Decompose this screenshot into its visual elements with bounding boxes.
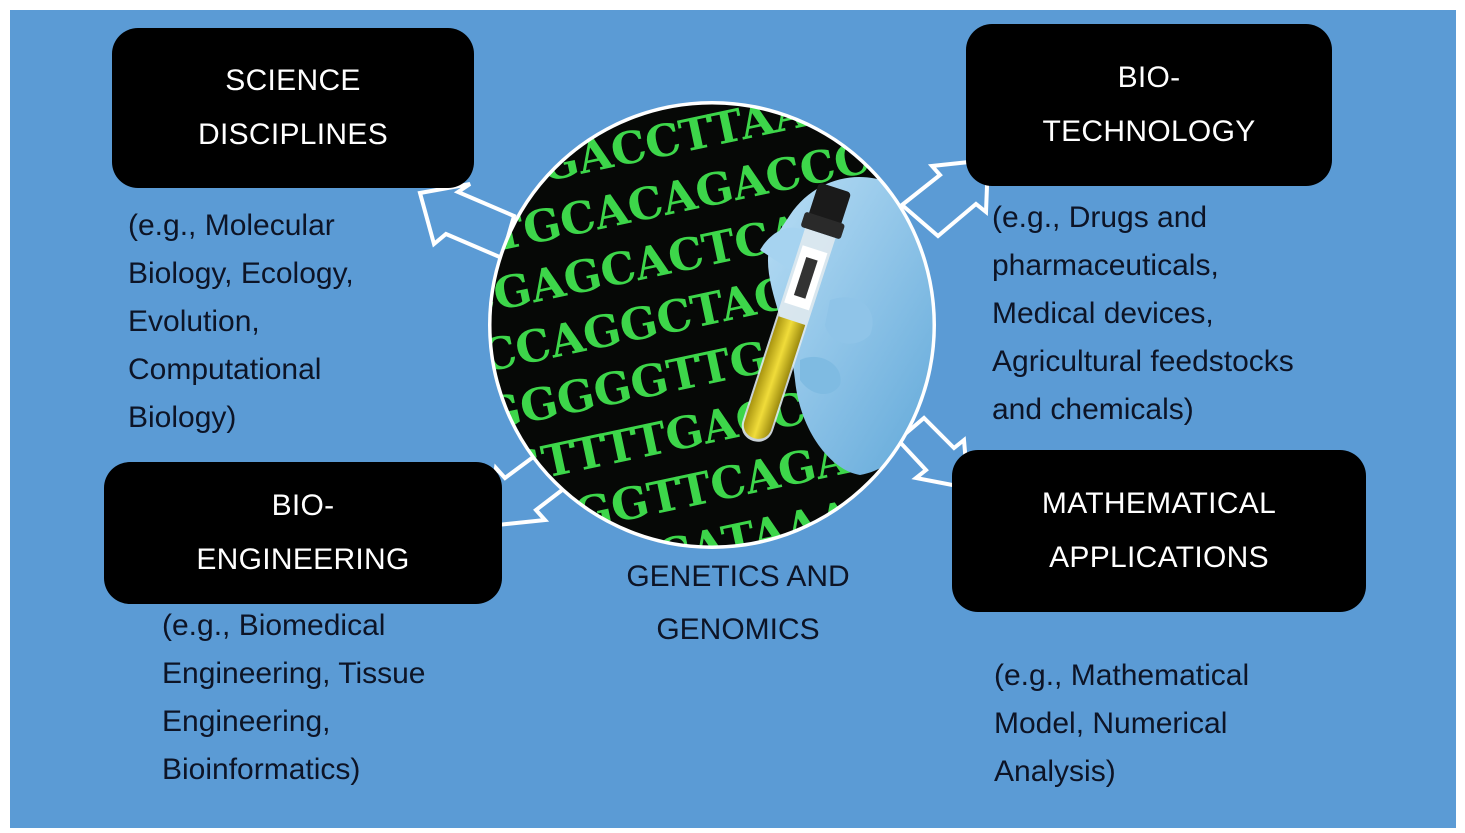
science-desc-line: Evolution, bbox=[128, 305, 260, 338]
math-desc-line: Model, Numerical bbox=[994, 707, 1228, 740]
math-description: (e.g., Mathematical Model, Numerical Ana… bbox=[994, 652, 1249, 796]
science-desc-line: (e.g., Molecular bbox=[128, 209, 335, 242]
science-desc-line: Biology) bbox=[128, 401, 237, 434]
science-disciplines-box: SCIENCE DISCIPLINES bbox=[112, 28, 474, 188]
math-title-line-1: MATHEMATICAL bbox=[1041, 487, 1277, 520]
science-description: (e.g., Molecular Biology, Ecology, Evolu… bbox=[128, 202, 354, 442]
math-desc-line: (e.g., Mathematical bbox=[994, 659, 1250, 692]
bioengineering-box: BIO- ENGINEERING bbox=[104, 462, 502, 604]
mathematical-applications-box: MATHEMATICAL APPLICATIONS bbox=[952, 450, 1366, 612]
arrow-to-biotech bbox=[898, 157, 991, 239]
biotech-desc-line: Agricultural feedstocks bbox=[992, 345, 1294, 378]
biotech-title-line-1: BIO- bbox=[1117, 61, 1181, 94]
genetics-genomics-label: GENETICS AND GENOMICS bbox=[598, 550, 878, 656]
biotech-desc-line: (e.g., Drugs and bbox=[992, 201, 1208, 234]
bioeng-desc-line: Engineering, Tissue bbox=[162, 657, 426, 690]
science-desc-line: Computational bbox=[128, 353, 322, 386]
biotech-description: (e.g., Drugs and pharmaceuticals, Medica… bbox=[992, 194, 1294, 434]
math-desc-line: Analysis) bbox=[994, 755, 1116, 788]
science-desc-line: Biology, Ecology, bbox=[128, 257, 354, 290]
bioeng-desc-line: Bioinformatics) bbox=[162, 753, 361, 786]
biotech-title-line-2: TECHNOLOGY bbox=[1042, 115, 1256, 148]
center-label-line-2: GENOMICS bbox=[656, 613, 820, 646]
biotech-desc-line: and chemicals) bbox=[992, 393, 1194, 426]
center-label-line-1: GENETICS AND bbox=[626, 560, 850, 593]
bioeng-desc-line: Engineering, bbox=[162, 705, 331, 738]
bioeng-description: (e.g., Biomedical Engineering, Tissue En… bbox=[162, 602, 426, 794]
bioeng-title-line-2: ENGINEERING bbox=[196, 543, 410, 576]
bioeng-title-line-1: BIO- bbox=[271, 489, 335, 522]
math-title-line-2: APPLICATIONS bbox=[1049, 541, 1269, 574]
biotechnology-box: BIO- TECHNOLOGY bbox=[966, 24, 1332, 186]
biotech-desc-line: pharmaceuticals, bbox=[992, 249, 1219, 282]
science-title-line-1: SCIENCE bbox=[225, 64, 361, 97]
arrow-to-science bbox=[417, 182, 517, 261]
bioeng-desc-line: (e.g., Biomedical bbox=[162, 609, 386, 642]
biotech-desc-line: Medical devices, bbox=[992, 297, 1214, 330]
science-title-line-2: DISCIPLINES bbox=[197, 118, 389, 151]
